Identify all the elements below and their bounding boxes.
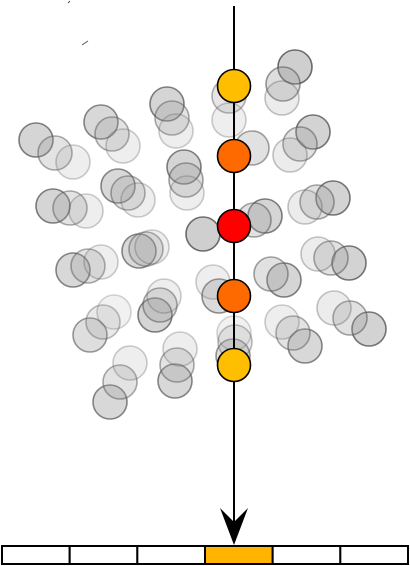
scattered-particles [18, 49, 387, 420]
ghost-particle [68, 193, 104, 229]
ghost-particle [272, 137, 308, 173]
ghost-particle [85, 304, 121, 340]
detector-cell-hit [204, 545, 274, 565]
ghost-particle [18, 122, 54, 158]
ghost-particle [70, 248, 106, 284]
beam-particle-red [216, 208, 252, 244]
ghost-particle [146, 278, 182, 314]
ghost-particle [275, 315, 311, 351]
detector-cell [271, 545, 342, 565]
ghost-particle [162, 331, 198, 367]
ghost-particle [185, 216, 221, 252]
ghost-particle [313, 240, 349, 276]
ghost-particle [83, 244, 119, 280]
beam-particle-orange [216, 138, 252, 174]
detector-cell [339, 545, 409, 565]
detector-cell [136, 545, 206, 565]
beam-particle-yellow [216, 347, 252, 383]
ghost-particle [166, 149, 202, 185]
ghost-particle [264, 80, 300, 116]
ghost-particle [282, 126, 318, 162]
ghost-particle [168, 162, 204, 198]
ghost-particle [157, 363, 193, 399]
ghost-particle [110, 175, 146, 211]
ghost-particle [142, 287, 178, 323]
ghost-particle [265, 66, 301, 102]
detector-strip [1, 545, 409, 565]
detector-cell [1, 545, 71, 565]
stray-mark [81, 40, 89, 46]
ghost-particle [94, 116, 130, 152]
ghost-particle [351, 311, 387, 347]
beam-particle-yellow [216, 68, 252, 104]
ghost-particle [128, 231, 164, 267]
ghost-particle [120, 182, 156, 218]
stray-marks [67, 0, 89, 46]
ghost-particle [105, 128, 141, 164]
stray-mark [67, 0, 71, 4]
ghost-particle [102, 364, 138, 400]
ghost-particle [169, 175, 205, 211]
ghost-particle [112, 345, 148, 381]
ghost-particle [332, 300, 368, 336]
ghost-particle [100, 168, 136, 204]
detector-cell [68, 545, 139, 565]
ghost-particle [158, 113, 194, 149]
ghost-particle [159, 347, 195, 383]
ghost-particle [300, 236, 336, 272]
ghost-particle [253, 256, 289, 292]
ghost-particle [52, 190, 88, 226]
ghost-particle [264, 304, 300, 340]
ghost-particle [287, 189, 323, 225]
beam-particle-orange [216, 278, 252, 314]
beam-particles [216, 68, 252, 383]
ghost-particle [316, 290, 352, 326]
ghost-particle [72, 317, 108, 353]
ghost-particle [154, 100, 190, 136]
ghost-particle [211, 102, 247, 138]
ghost-particle [149, 86, 185, 122]
ghost-particle [299, 184, 335, 220]
arrow-head [220, 508, 248, 545]
ghost-particle [96, 294, 132, 330]
ghost-particle [137, 297, 173, 333]
ghost-particle [134, 229, 170, 265]
ghost-particle [92, 384, 128, 420]
ghost-particle [55, 144, 91, 180]
ghost-particle [55, 252, 91, 288]
ghost-particle [37, 135, 73, 171]
